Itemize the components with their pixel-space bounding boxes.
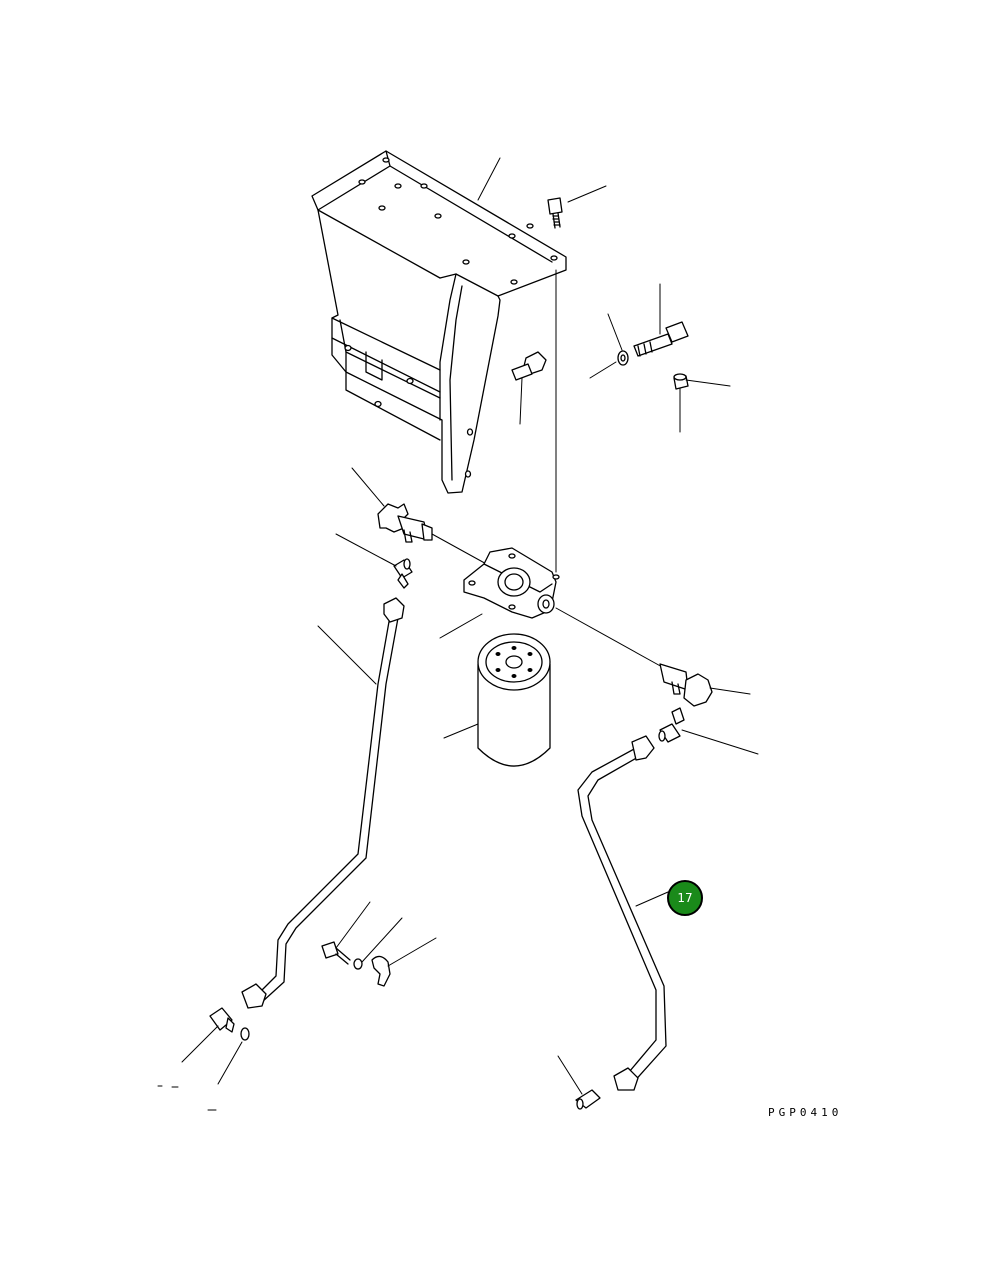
mounting-bracket bbox=[311, 150, 567, 494]
right-valve-icon bbox=[659, 663, 713, 707]
bottom-right-fitting-icon bbox=[575, 1089, 601, 1110]
filter-head bbox=[463, 547, 560, 619]
nut-icon bbox=[511, 351, 547, 381]
clamp-bolt-icon bbox=[321, 941, 351, 965]
clamp-icon bbox=[371, 955, 391, 987]
right-hose bbox=[577, 735, 667, 1091]
leader-lines bbox=[157, 157, 759, 1111]
filter-cartridge bbox=[477, 633, 551, 767]
left-elbow-icon bbox=[393, 558, 413, 589]
plug-icon bbox=[673, 373, 689, 390]
bottom-left-elbow-icon bbox=[209, 1007, 235, 1033]
left-valve-icon bbox=[377, 503, 433, 543]
drawing-code: PGP0410 bbox=[768, 1106, 843, 1119]
top-bolt-icon bbox=[547, 197, 563, 229]
callout-17-badge[interactable]: 17 bbox=[667, 880, 703, 916]
right-elbow-icon bbox=[658, 707, 685, 743]
bottom-left-cap-icon bbox=[240, 1027, 250, 1041]
clamp-washer-icon bbox=[353, 958, 363, 970]
left-hose bbox=[241, 597, 405, 1009]
washer-icon bbox=[617, 350, 629, 366]
long-bolt-icon bbox=[633, 321, 689, 357]
